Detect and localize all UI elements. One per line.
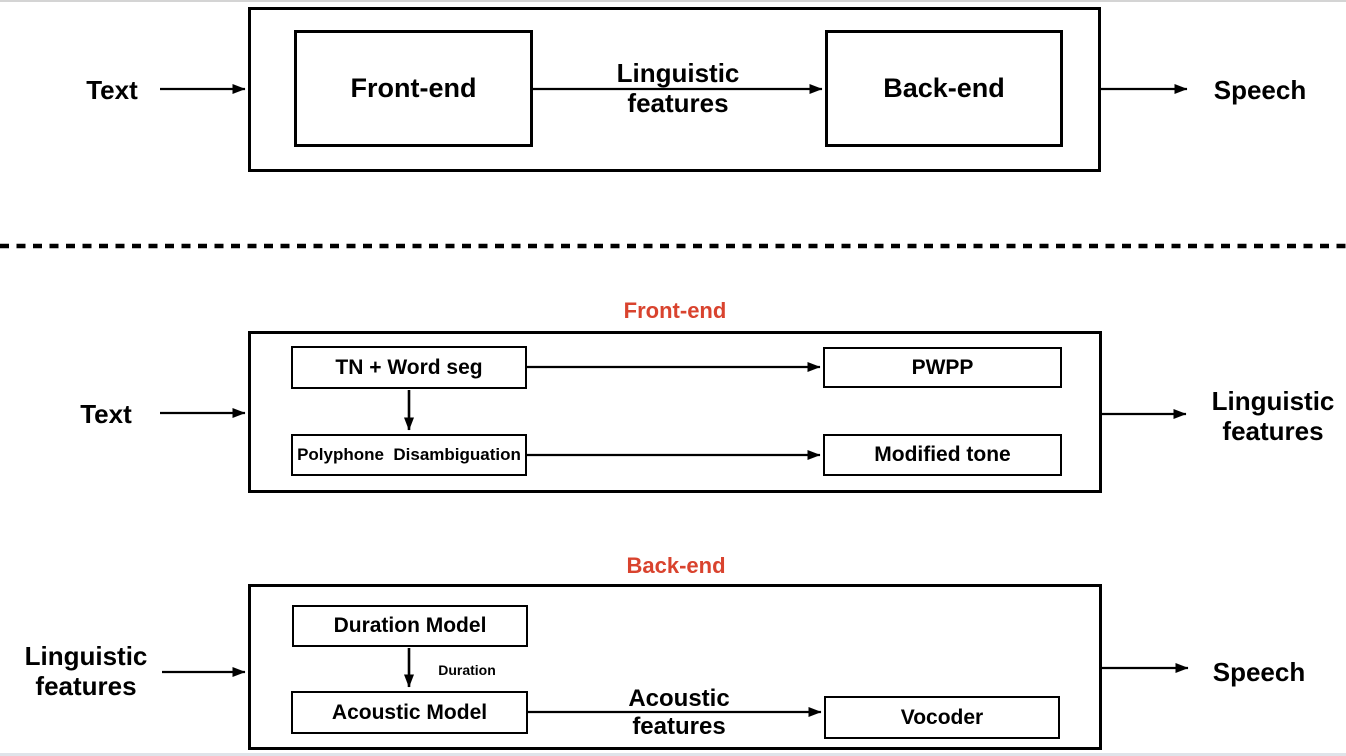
top-edge-line bbox=[0, 0, 1346, 2]
pwpp-box: PWPP bbox=[823, 347, 1062, 388]
overview-backend-label: Back-end bbox=[883, 73, 1005, 103]
pwpp-label: PWPP bbox=[911, 355, 974, 379]
acoustic-model-box: Acoustic Model bbox=[291, 691, 528, 734]
frontend-output-label: Linguistic features bbox=[1211, 385, 1335, 446]
tn-wordseg-label: TN + Word seg bbox=[335, 355, 483, 379]
vocoder-label: Vocoder bbox=[900, 705, 984, 729]
acoustic-features-arrow-label: Acoustic features bbox=[628, 685, 730, 740]
bottom-edge-line bbox=[0, 753, 1346, 756]
duration-model-box: Duration Model bbox=[292, 605, 528, 647]
overview-frontend-box: Front-end bbox=[294, 30, 533, 147]
vocoder-box: Vocoder bbox=[824, 696, 1060, 739]
frontend-outer-box bbox=[248, 331, 1102, 493]
tn-wordseg-box: TN + Word seg bbox=[291, 346, 527, 389]
frontend-section-title: Front-end bbox=[623, 298, 727, 324]
polyphone-box: Polyphone Disambiguation bbox=[291, 434, 527, 476]
overview-input-label: Text bbox=[86, 74, 138, 105]
backend-input-label: Linguistic features bbox=[24, 640, 148, 701]
duration-arrow-label: Duration bbox=[438, 661, 496, 678]
overview-output-label: Speech bbox=[1213, 74, 1307, 105]
modified-tone-label: Modified tone bbox=[874, 443, 1011, 466]
backend-output-label: Speech bbox=[1212, 656, 1306, 687]
frontend-input-label: Text bbox=[80, 398, 132, 429]
overview-outer-box bbox=[248, 7, 1101, 172]
polyphone-label: Polyphone Disambiguation bbox=[297, 445, 521, 464]
duration-model-label: Duration Model bbox=[333, 614, 487, 637]
overview-frontend-label: Front-end bbox=[350, 73, 477, 103]
acoustic-model-label: Acoustic Model bbox=[331, 700, 488, 724]
overview-backend-box: Back-end bbox=[825, 30, 1063, 147]
overview-link-label: Linguistic features bbox=[616, 57, 740, 118]
backend-section-title: Back-end bbox=[626, 553, 726, 579]
modified-tone-box: Modified tone bbox=[823, 434, 1062, 476]
backend-outer-box bbox=[248, 584, 1102, 750]
